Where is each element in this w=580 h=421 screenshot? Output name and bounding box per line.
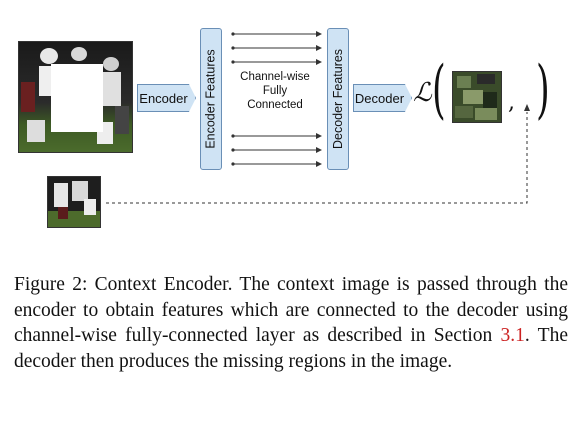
fc-label-line-3: Connected xyxy=(247,99,303,111)
connection-arrowhead-6 xyxy=(316,161,322,167)
loss-symbol: ℒ xyxy=(413,78,432,108)
connection-origin-6 xyxy=(231,162,235,166)
connection-arrowhead-5 xyxy=(316,147,322,153)
caption-text-end: . The decoder then produces the missing … xyxy=(14,325,568,372)
loss-comma: , xyxy=(508,90,515,115)
loss-close-paren: ) xyxy=(536,53,550,127)
connection-arrowhead-4 xyxy=(316,133,322,139)
encoder-label: Encoder xyxy=(139,90,188,106)
dashed-connector-line xyxy=(106,112,528,204)
masked-region xyxy=(51,64,103,132)
predicted-patch xyxy=(452,71,502,123)
connection-arrowhead-1 xyxy=(316,31,322,37)
loss-open-paren: ( xyxy=(432,53,446,127)
input-photo-graphic xyxy=(19,42,132,152)
section-reference-link[interactable]: 3.1 xyxy=(500,325,525,346)
fc-label-line-2: Fully xyxy=(262,85,288,97)
predicted-patch-graphic xyxy=(453,72,501,122)
fc-label: Channel-wise Fully Connected xyxy=(234,70,316,112)
ground-truth-patch-graphic xyxy=(48,177,100,227)
input-image xyxy=(18,41,133,153)
fc-label-line-1: Channel-wise xyxy=(240,71,310,83)
figure-caption: Figure 2: Context Encoder. The context i… xyxy=(14,272,568,374)
dashed-connector-arrowhead xyxy=(524,104,530,111)
connection-origin-1 xyxy=(231,32,235,36)
ground-truth-patch xyxy=(47,176,101,228)
connection-origin-5 xyxy=(231,148,235,152)
decoder-block: Decoder xyxy=(353,84,412,112)
connection-arrowhead-2 xyxy=(316,45,322,51)
encoder-block: Encoder xyxy=(137,84,196,112)
encoder-features-block: Encoder Features xyxy=(200,28,222,170)
connection-arrowhead-3 xyxy=(316,59,322,65)
decoder-features-block: Decoder Features xyxy=(327,28,349,170)
connection-origin-3 xyxy=(231,60,235,64)
connection-origin-4 xyxy=(231,134,235,138)
decoder-label: Decoder xyxy=(354,90,405,106)
connection-origin-2 xyxy=(231,46,235,50)
caption-text: Figure 2: Context Encoder. The context i… xyxy=(14,274,568,346)
